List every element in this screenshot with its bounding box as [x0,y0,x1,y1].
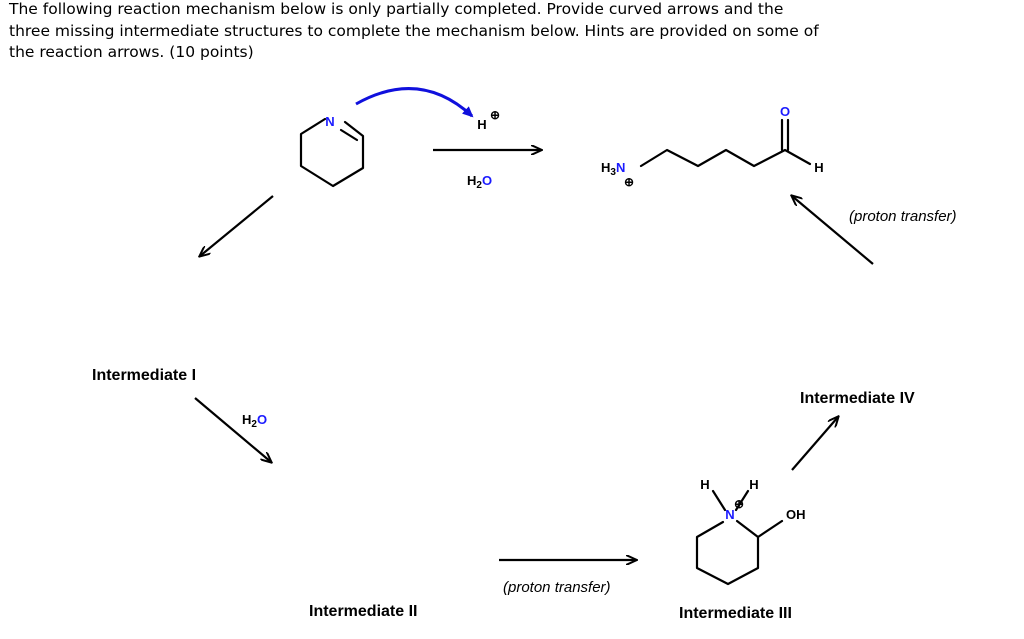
intermediate-iv-label: Intermediate IV [800,390,915,407]
water-top-oxygen: O [482,173,492,188]
imine-ring-bonds [299,117,365,188]
proton-reagent: H ⊕ [477,108,500,132]
carbonyl-oxygen: O [780,104,790,119]
proton-h: H [477,117,486,132]
imine-double-bond [339,128,359,142]
product-aminoaldehyde-structure: H3N ⊕ O H [601,104,824,189]
reaction-arrow-to-intermediate-ii [194,397,271,462]
c-oh-bond [756,519,784,539]
intermediate-iii-hydroxyl: OH [786,507,806,522]
reaction-arrow-to-intermediate-iv [791,417,838,471]
intermediate-i-label: Intermediate I [92,367,196,384]
proton-transfer-hint-top: (proton transfer) [849,208,957,225]
proton-transfer-hint-bottom: (proton transfer) [503,579,611,596]
intermediate-iii-label: Intermediate III [679,605,792,622]
intermediate-iii-charge: ⊕ [734,497,744,511]
product-chain-bonds [639,148,812,168]
starting-imine-structure: N [299,114,365,188]
question-text: The following reaction mechanism below i… [9,0,1009,64]
proton-charge: ⊕ [490,108,500,122]
product-ammonium-charge: ⊕ [624,175,634,189]
reaction-arrow-to-intermediate-i [200,195,274,256]
product-ammonium: H3N [601,160,625,178]
intermediate-iii-h-right: H [749,477,758,492]
imine-nitrogen: N [325,114,334,129]
question-line-3: the reaction arrows. (10 points) [9,43,254,61]
n-h-bond-left [711,489,727,512]
intermediate-iii-h-left: H [700,477,709,492]
intermediate-ii-label: Intermediate II [309,603,417,620]
intermediate-iii-structure: H H N ⊕ OH [695,477,806,586]
water-left-oxygen: O [257,412,267,427]
piperidine-ring-bonds [695,519,760,586]
curved-arrow-n-to-proton [355,87,474,118]
product-nitrogen: N [616,160,625,175]
question-line-2: three missing intermediate structures to… [9,21,819,40]
water-top-label: H2O [467,173,492,191]
aldehyde-hydrogen: H [814,160,823,175]
water-left-label: H2O [242,412,267,430]
n-h-bond-right [734,489,750,512]
question-line-1: The following reaction mechanism below i… [9,0,784,18]
reaction-arrow-to-product [792,196,874,265]
intermediate-iii-nitrogen: N [725,507,734,522]
